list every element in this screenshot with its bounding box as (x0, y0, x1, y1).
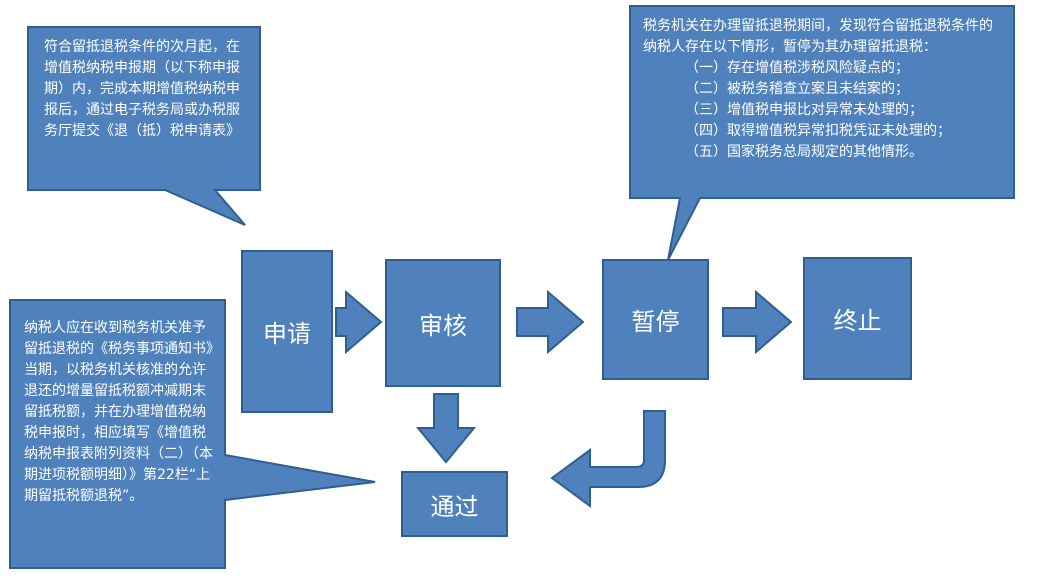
arrow-suspend-to-terminate (722, 289, 793, 355)
callout-top-left-text: 符合留抵退税条件的次月起，在增值税纳税申报期（以下称申报期）内，完成本期增值税纳… (44, 39, 240, 139)
arrow-review-to-suspend (516, 289, 585, 355)
node-review: 审核 (385, 259, 501, 387)
node-apply: 申请 (241, 250, 333, 413)
node-terminate-label: 终止 (833, 307, 882, 335)
node-apply-label: 申请 (263, 320, 311, 348)
callout-top-right-shape (629, 5, 1015, 261)
node-pass: 通过 (401, 471, 508, 537)
arrow-apply-to-review (335, 289, 383, 355)
callout-bottom-left-shape (9, 299, 376, 569)
callout-top-right-text: 税务机关在办理留抵退税期间，发现符合留抵退税条件的纳税人存在以下情形，暂停为其办… (643, 16, 1005, 163)
node-suspend-label: 暂停 (631, 308, 680, 336)
arrow-review-to-pass (415, 393, 477, 464)
callout-top-right-intro: 税务机关在办理留抵退税期间，发现符合留抵退税条件的纳税人存在以下情形，暂停为其办… (643, 18, 993, 55)
list-item: （二）被税务稽查立案且未结案的； (685, 81, 909, 97)
node-suspend: 暂停 (602, 259, 709, 380)
arrow-suspend-to-pass (550, 410, 666, 508)
node-review-label: 审核 (419, 311, 467, 340)
list-item: （四）取得增值税异常扣税凭证未处理的； (685, 123, 951, 139)
list-item: （五）国家税务总局规定的其他情形。 (685, 144, 923, 160)
list-item: （三）增值税申报比对异常未处理的； (685, 102, 923, 118)
callout-top-left-shape (27, 26, 261, 226)
callout-top-right-list: （一）存在增值税涉税风险疑点的； （二）被税务稽查立案且未结案的； （三）增值税… (643, 58, 1005, 163)
list-item: （一）存在增值税涉税风险疑点的； (685, 60, 909, 76)
callout-bottom-left-text: 纳税人应在收到税务机关准予留抵退税的《税务事项通知书》当期，以税务机关核准的允许… (24, 320, 213, 504)
node-terminate: 终止 (803, 257, 912, 380)
node-pass-label: 通过 (430, 492, 479, 521)
